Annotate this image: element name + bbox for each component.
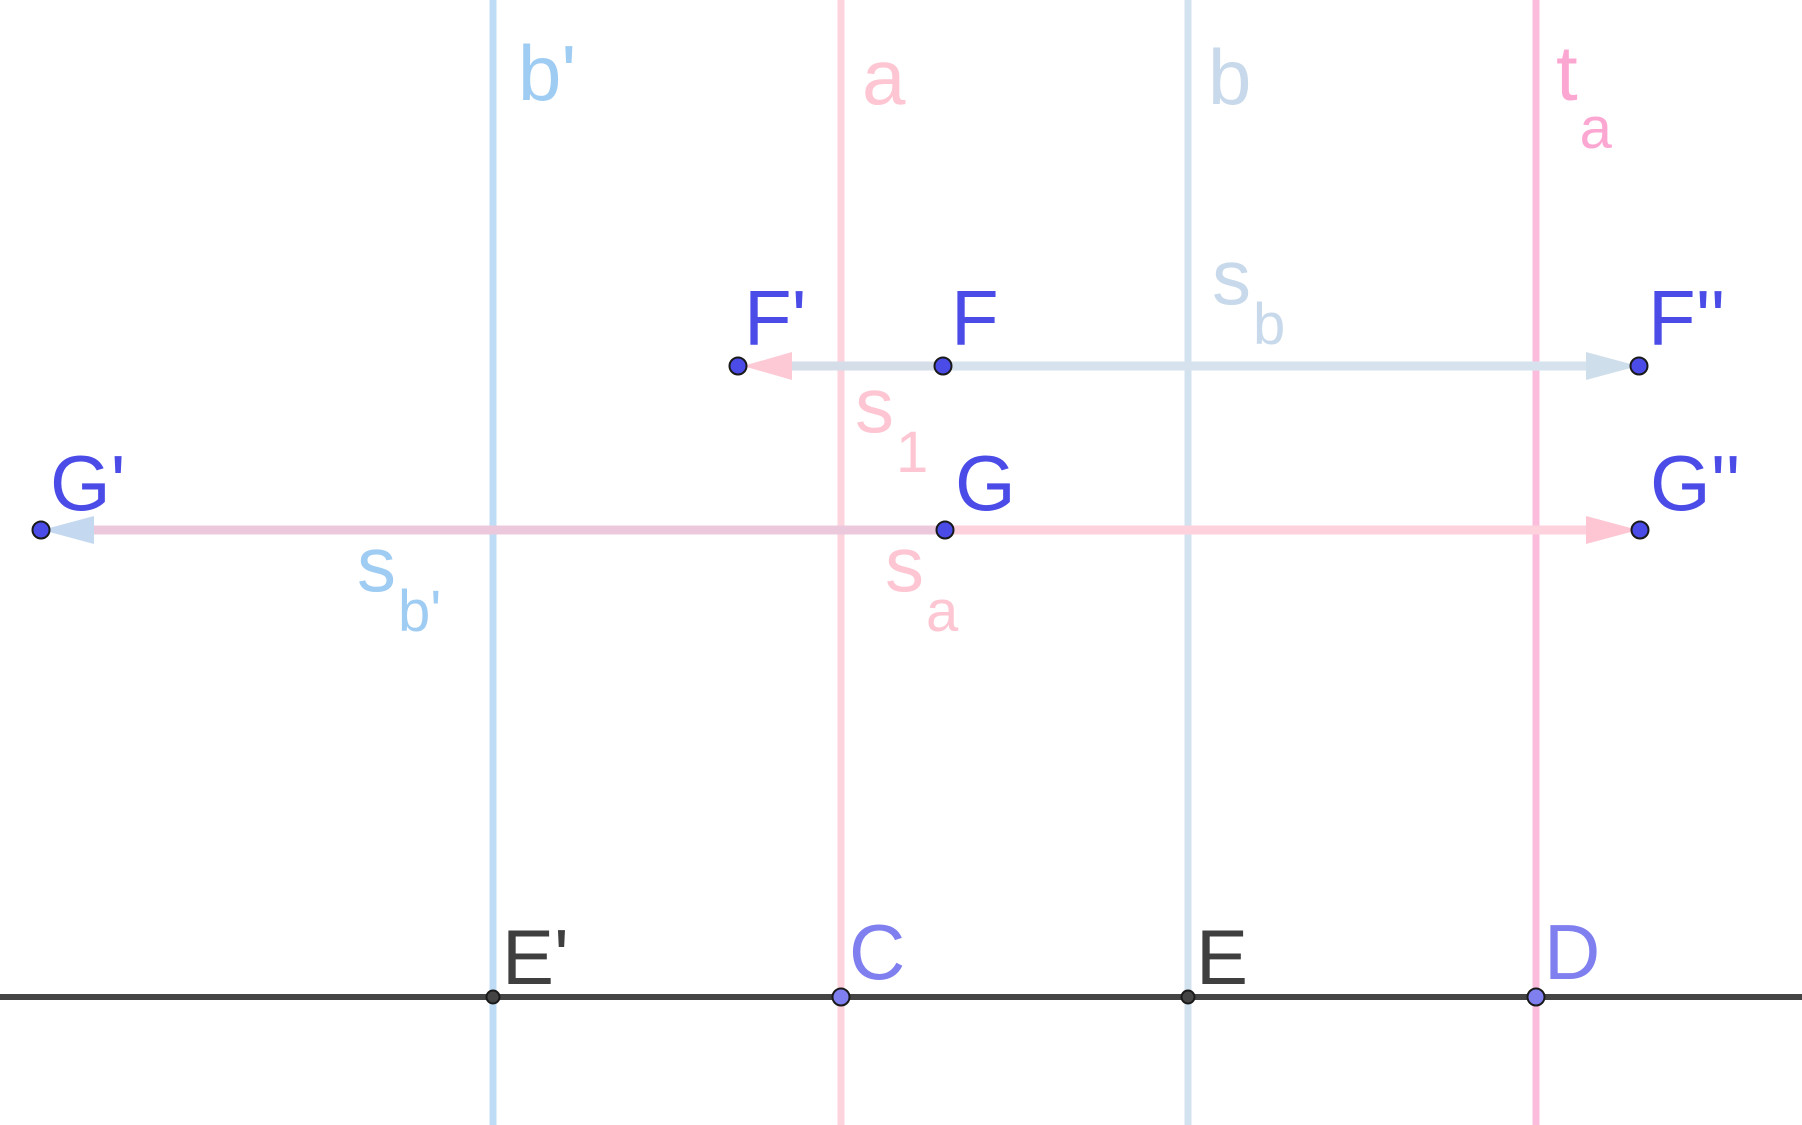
- point-E-prime[interactable]: [485, 989, 501, 1005]
- label-point-G-double: G'': [1650, 439, 1740, 527]
- label-point-D: D: [1544, 908, 1600, 996]
- label-line-a: a: [862, 33, 906, 121]
- point-G[interactable]: [935, 520, 955, 540]
- point-E[interactable]: [1180, 989, 1196, 1005]
- label-line-b: b: [1208, 33, 1251, 121]
- vector-sa-arrowhead: [1586, 516, 1638, 544]
- label-vector-s1: s1: [855, 361, 928, 485]
- label-vector-sb-prime: sb': [357, 520, 441, 644]
- label-point-F: F: [951, 274, 999, 362]
- label-vector-sb-sub: b: [1253, 292, 1285, 357]
- label-point-F-prime: F': [744, 274, 807, 362]
- label-point-G: G: [955, 439, 1016, 527]
- label-vector-sb-prime-sub: b': [398, 579, 441, 644]
- label-point-F-double: F'': [1648, 274, 1725, 362]
- label-point-E: E: [1196, 913, 1248, 1001]
- label-line-t-a-sub: a: [1580, 96, 1613, 161]
- label-line-t-a: ta: [1556, 29, 1613, 161]
- label-vector-s1-main: s: [855, 361, 894, 449]
- label-vector-sa-sub: a: [926, 579, 959, 644]
- point-F-prime[interactable]: [728, 356, 748, 376]
- point-F-double[interactable]: [1629, 356, 1649, 376]
- label-vector-sa: sa: [885, 520, 959, 644]
- label-vector-sb-prime-main: s: [357, 520, 396, 608]
- label-point-G-prime: G': [50, 439, 126, 527]
- label-point-E-prime: E': [502, 913, 569, 1001]
- vector-sb-arrowhead: [1586, 352, 1638, 380]
- point-C[interactable]: [831, 987, 851, 1007]
- label-vector-s1-sub: 1: [896, 420, 928, 485]
- label-line-t-a-main: t: [1556, 29, 1578, 117]
- point-G-prime[interactable]: [31, 520, 51, 540]
- point-F[interactable]: [933, 356, 953, 376]
- label-vector-sa-main: s: [885, 520, 924, 608]
- point-G-double[interactable]: [1630, 520, 1650, 540]
- vector-s1-arrowhead: [743, 352, 792, 380]
- label-point-C: C: [849, 908, 905, 996]
- vector-sb-prime-arrowhead: [42, 516, 94, 544]
- label-vector-sb: sb: [1212, 233, 1285, 357]
- label-vector-sb-main: s: [1212, 233, 1251, 321]
- label-line-b-prime: b': [518, 29, 576, 117]
- point-D[interactable]: [1526, 987, 1546, 1007]
